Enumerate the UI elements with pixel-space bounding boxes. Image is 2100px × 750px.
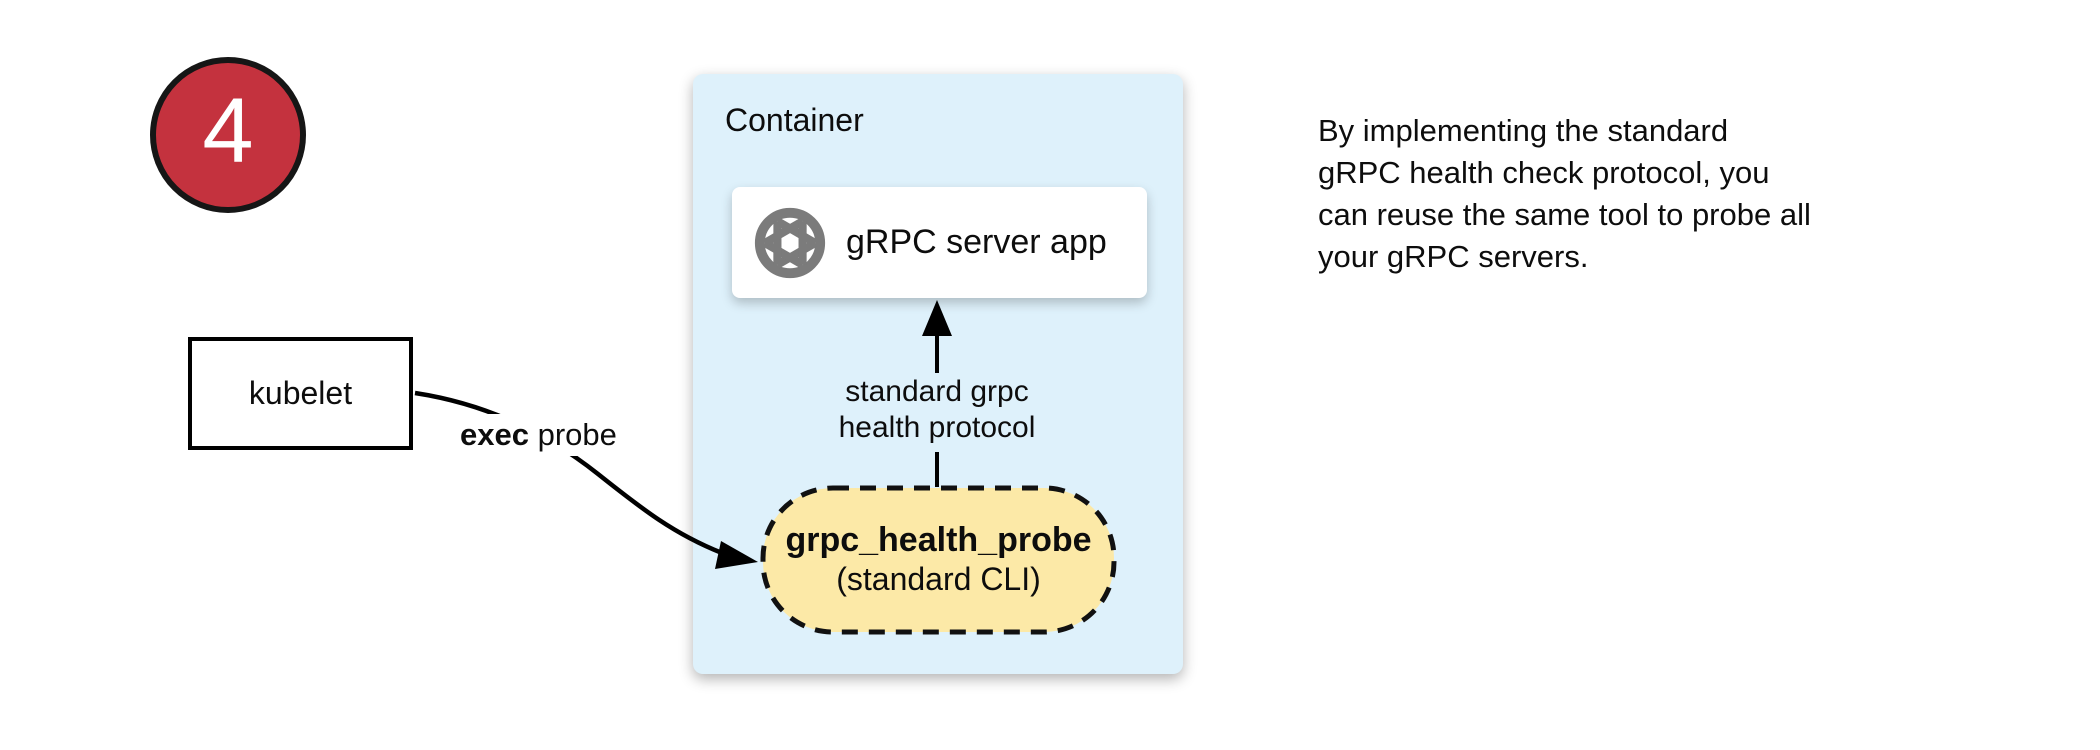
container-box: Container gRPC server app	[693, 74, 1183, 674]
grpc-server-app-box: gRPC server app	[732, 187, 1147, 298]
health-protocol-label-line2: health protocol	[838, 411, 1036, 444]
grpc-server-app-label: gRPC server app	[846, 223, 1107, 261]
note-line: gRPC health check protocol, you	[1318, 155, 1770, 190]
probe-tool-name: grpc_health_probe	[785, 521, 1092, 560]
step-number-badge: 4	[150, 57, 306, 213]
step-number: 4	[202, 80, 254, 182]
kubelet-box: kubelet	[188, 337, 413, 450]
pill-text: grpc_health_probe (standard CLI)	[760, 485, 1117, 635]
exec-probe-label: exec probe	[452, 414, 625, 456]
note-line: can reuse the same tool to probe all	[1318, 197, 1811, 232]
health-protocol-label: standard grpc health protocol	[787, 374, 1087, 446]
probe-tool-subtitle: (standard CLI)	[836, 561, 1041, 598]
exec-probe-label-rest: probe	[528, 417, 617, 452]
grpc-aperture-icon	[754, 207, 826, 278]
exec-probe-label-bold: exec	[460, 417, 529, 452]
pill-dashed-border	[760, 485, 1117, 635]
note-line: By implementing the standard	[1318, 113, 1729, 148]
note-paragraph: By implementing the standard gRPC health…	[1318, 110, 1811, 278]
grpc-health-probe-pill: grpc_health_probe (standard CLI)	[760, 485, 1117, 635]
note-line: your gRPC servers.	[1318, 239, 1589, 274]
container-title: Container	[725, 102, 864, 138]
health-protocol-label-line1: standard grpc	[845, 375, 1029, 408]
kubelet-label: kubelet	[248, 375, 353, 411]
